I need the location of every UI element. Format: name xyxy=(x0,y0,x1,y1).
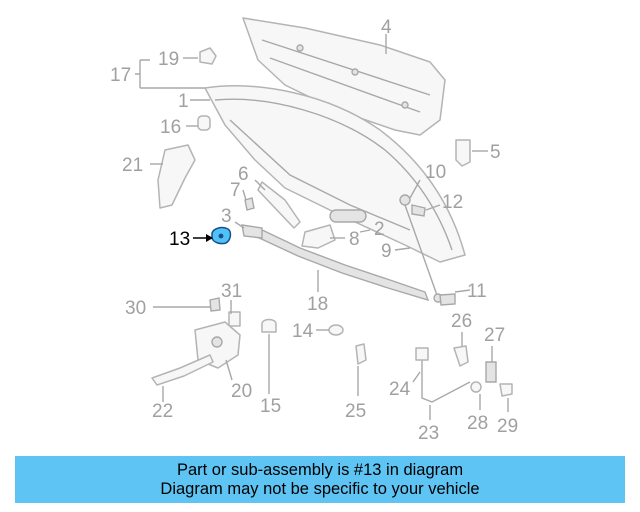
banner-line-2: Diagram may not be specific to your vehi… xyxy=(160,479,480,498)
info-banner: Part or sub-assembly is #13 in diagram D… xyxy=(15,456,625,503)
label-15: 15 xyxy=(260,396,281,417)
leader-lines xyxy=(135,34,509,420)
label-8: 8 xyxy=(349,229,360,250)
label-21: 21 xyxy=(122,155,143,176)
label-19: 19 xyxy=(158,49,179,70)
label-5: 5 xyxy=(490,142,501,163)
label-10: 10 xyxy=(425,162,446,183)
part-18-seal xyxy=(254,227,430,302)
label-25: 25 xyxy=(345,401,366,422)
label-3: 3 xyxy=(221,206,232,227)
part-5-clip xyxy=(455,139,471,167)
label-9: 9 xyxy=(381,241,392,262)
label-11: 11 xyxy=(467,281,487,302)
part-4-insulator xyxy=(242,17,446,136)
part-30 xyxy=(209,297,221,312)
label-14: 14 xyxy=(292,321,314,342)
part-24 xyxy=(415,347,429,361)
label-1: 1 xyxy=(178,91,189,112)
label-2: 2 xyxy=(374,219,385,240)
label-29: 29 xyxy=(497,416,518,437)
label-18: 18 xyxy=(307,294,328,315)
part-8 xyxy=(301,224,336,249)
label-31: 31 xyxy=(221,281,242,302)
label-12: 12 xyxy=(442,192,463,213)
part-29 xyxy=(499,383,513,397)
part-16-bumper xyxy=(197,115,211,131)
part-6 xyxy=(257,181,301,229)
part-7 xyxy=(244,197,255,211)
label-26: 26 xyxy=(451,311,472,332)
part-19-clip xyxy=(199,47,217,65)
part-3 xyxy=(241,224,263,239)
part-28 xyxy=(470,381,482,393)
label-27: 27 xyxy=(484,325,505,346)
part-1-hood xyxy=(204,85,466,263)
part-26 xyxy=(453,345,469,367)
part-14 xyxy=(328,324,344,336)
label-7: 7 xyxy=(230,180,241,201)
label-4: 4 xyxy=(381,17,392,38)
part-11 xyxy=(439,293,456,306)
part-23-cable xyxy=(421,350,471,403)
part-13-highlighted xyxy=(193,226,232,245)
part-15 xyxy=(261,318,277,333)
label-28: 28 xyxy=(467,413,488,434)
parts-diagram: 4 19 17 1 16 5 21 6 10 7 12 3 2 13 8 9 1… xyxy=(110,17,518,444)
label-24: 24 xyxy=(389,379,411,400)
label-13: 13 xyxy=(169,229,190,250)
label-20: 20 xyxy=(231,381,252,402)
part-10 xyxy=(399,194,411,206)
label-30: 30 xyxy=(125,298,146,319)
label-17: 17 xyxy=(110,65,131,86)
label-6: 6 xyxy=(238,164,249,185)
label-22: 22 xyxy=(152,401,173,422)
part-31 xyxy=(228,311,241,327)
part-21-bracket xyxy=(157,144,196,209)
part-27 xyxy=(485,361,497,383)
label-23: 23 xyxy=(418,423,439,444)
part-12 xyxy=(411,204,426,217)
part-25 xyxy=(355,343,367,365)
label-16: 16 xyxy=(160,117,181,138)
part-22-rod xyxy=(151,354,214,386)
part-labels: 4 19 17 1 16 5 21 6 10 7 12 3 2 13 8 9 1… xyxy=(110,17,518,444)
banner-line-1: Part or sub-assembly is #13 in diagram xyxy=(176,460,464,479)
